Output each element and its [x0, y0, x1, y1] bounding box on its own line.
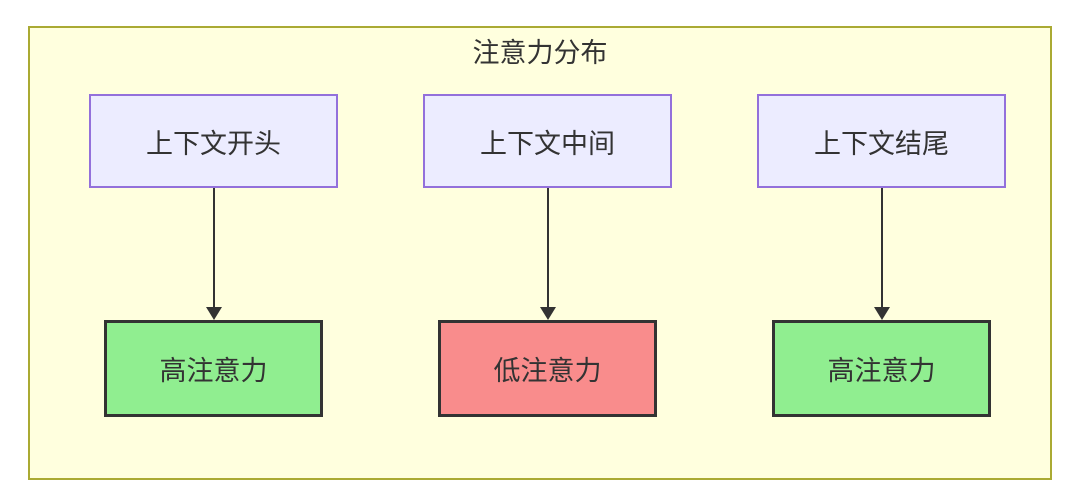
node-context-end: 上下文结尾: [757, 94, 1006, 188]
node-context-start: 上下文开头: [89, 94, 338, 188]
diagram-title: 注意力分布: [472, 38, 608, 68]
arrow-line: [880, 188, 883, 308]
node-context-middle: 上下文中间: [423, 94, 672, 188]
arrow-line: [546, 188, 549, 308]
node-low-attention-middle: 低注意力: [438, 320, 657, 417]
arrow-line: [212, 188, 215, 308]
arrow-down-icon: [205, 307, 222, 320]
node-high-attention-left: 高注意力: [104, 320, 323, 417]
arrow-down-icon: [873, 307, 890, 320]
arrow-down-icon: [539, 307, 556, 320]
node-high-attention-right: 高注意力: [772, 320, 991, 417]
